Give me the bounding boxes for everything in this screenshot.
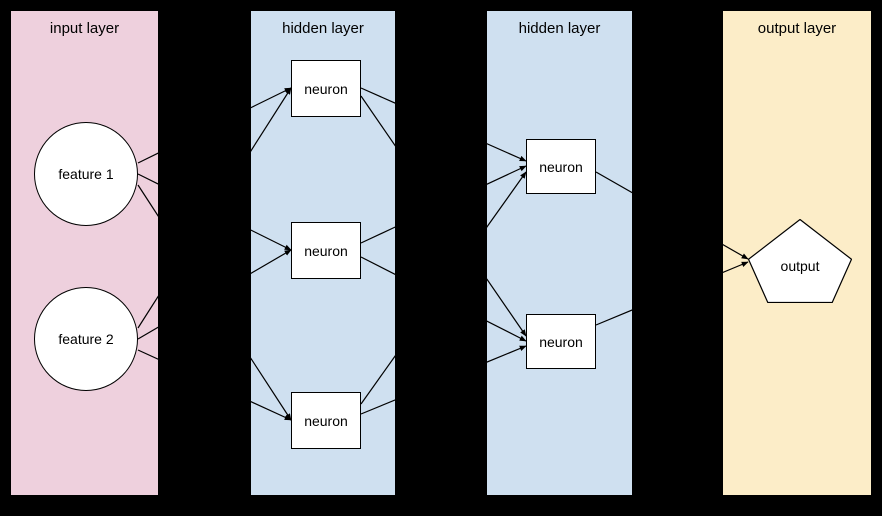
connection-line (137, 184, 158, 217)
edges-input-layer (137, 152, 158, 360)
connection-line (251, 401, 292, 421)
layer-title-hidden-2: hidden layer (518, 20, 601, 37)
layer-title-output: output layer (757, 20, 837, 37)
node-output-node[interactable]: output (748, 219, 852, 303)
connection-line (137, 173, 158, 185)
connection-line (723, 261, 749, 274)
connection-line (137, 152, 158, 164)
layer-title-input: input layer (49, 20, 120, 37)
node-label: neuron (304, 80, 348, 97)
connection-line (360, 87, 395, 104)
node-label: feature 1 (58, 166, 114, 182)
connection-line (487, 320, 527, 342)
node-label: output (780, 258, 820, 274)
connection-line (251, 249, 292, 274)
connection-line (487, 278, 527, 337)
connection-line (251, 87, 292, 109)
connection-line (360, 399, 395, 415)
node-hidden1-neuron-2[interactable]: neuron (291, 222, 361, 279)
connection-line (137, 349, 158, 360)
connection-line (487, 143, 527, 162)
pentagon-shape (748, 219, 852, 303)
node-feature-2[interactable]: feature 2 (34, 287, 138, 391)
connection-line (251, 357, 292, 421)
edges-hidden-layer-2 (487, 143, 632, 363)
node-hidden1-neuron-1[interactable]: neuron (291, 60, 361, 117)
connection-line (723, 243, 749, 260)
layer-input: input layer (11, 11, 158, 495)
connection-line (595, 171, 632, 194)
node-hidden2-neuron-1[interactable]: neuron (526, 139, 596, 194)
node-label: neuron (304, 242, 348, 259)
node-label: neuron (304, 412, 348, 429)
connection-line (137, 326, 158, 340)
layer-title-hidden-1: hidden layer (282, 20, 364, 37)
node-label: feature 2 (58, 331, 114, 347)
connection-line (360, 226, 395, 244)
node-label: neuron (539, 333, 583, 350)
node-label: neuron (539, 158, 583, 175)
connection-line (487, 171, 527, 228)
connection-line (251, 87, 292, 152)
connection-line (251, 229, 292, 251)
connection-line (360, 256, 395, 275)
connection-line (360, 95, 395, 147)
node-feature-1[interactable]: feature 1 (34, 122, 138, 226)
layer-hidden-2: hidden layer (487, 11, 632, 495)
node-hidden2-neuron-2[interactable]: neuron (526, 314, 596, 369)
connection-line (487, 345, 527, 363)
connection-line (360, 355, 395, 405)
connection-line (595, 309, 632, 326)
node-hidden1-neuron-3[interactable]: neuron (291, 392, 361, 449)
connection-line (137, 295, 158, 329)
connection-line (487, 165, 527, 185)
